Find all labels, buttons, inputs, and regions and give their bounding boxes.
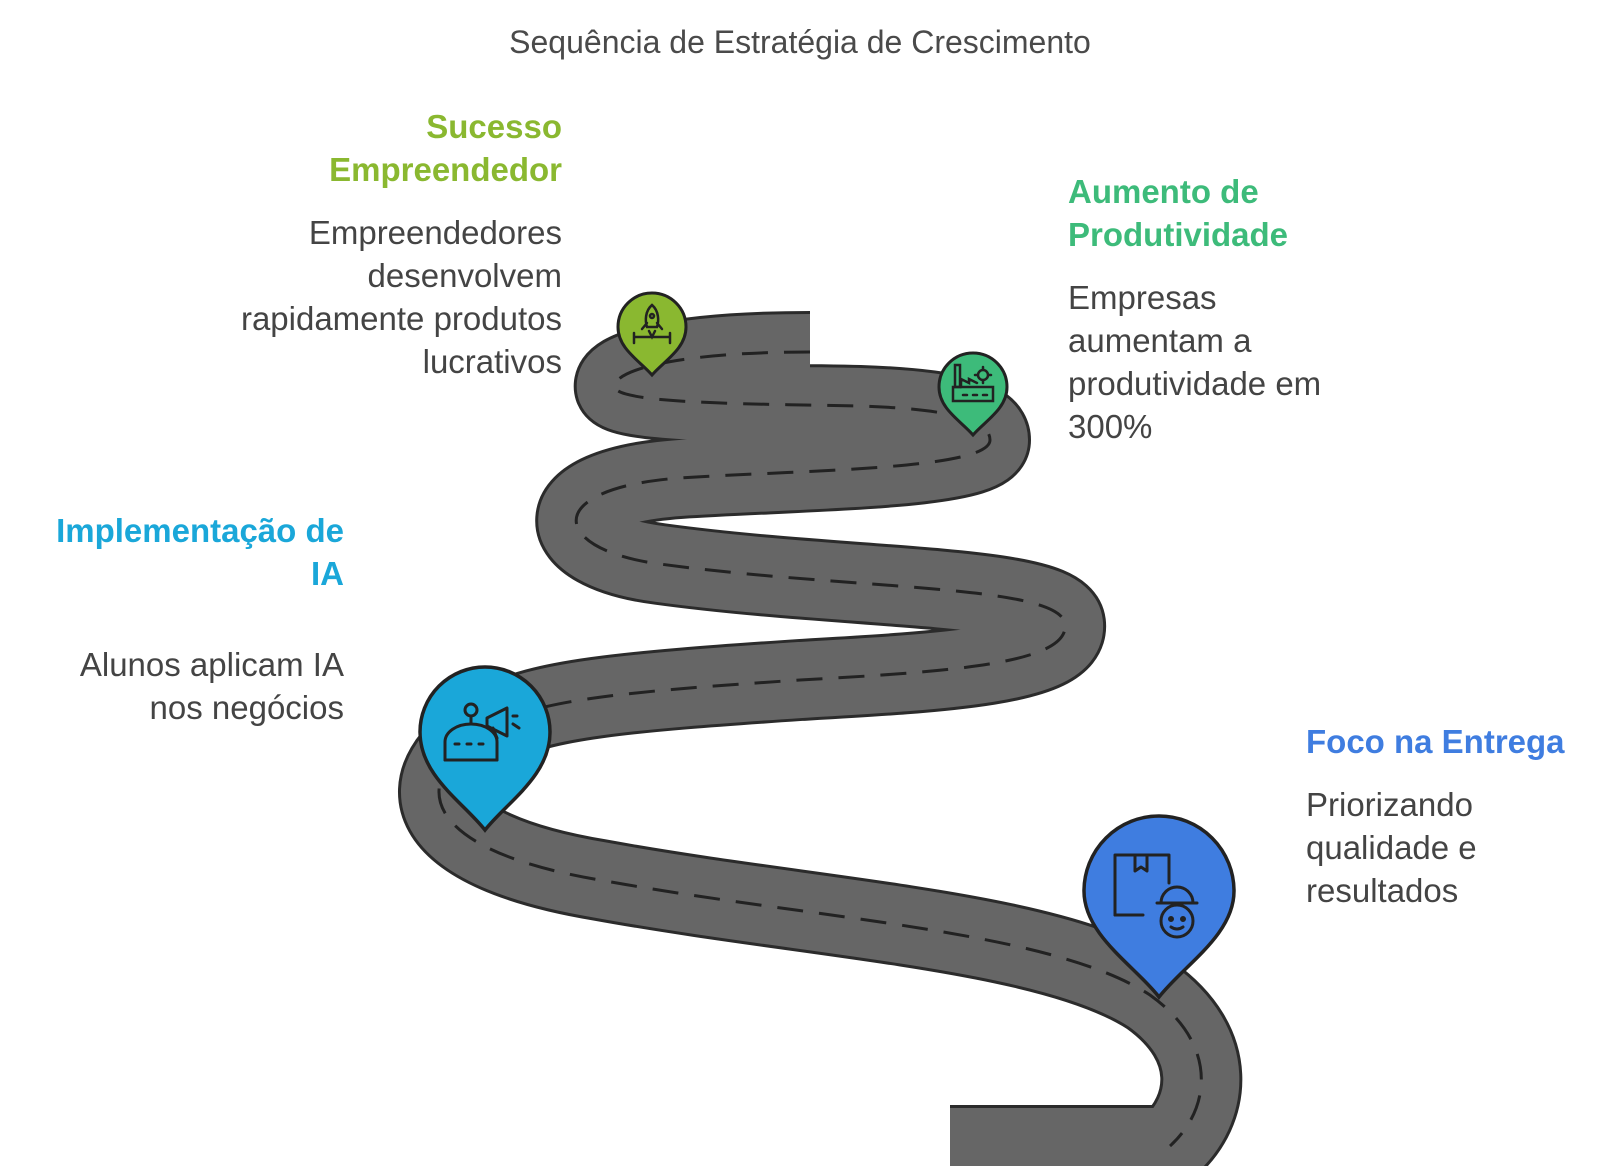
milestone-ia: Implementação de IA Alunos aplicam IA no… xyxy=(30,509,344,729)
milestone-description: Empreendedores desenvolvem rapidamente p… xyxy=(240,214,562,380)
milestone-entrega: Foco na Entrega Priorizando qualidade e … xyxy=(1306,720,1596,912)
milestone-heading: Implementação de IA xyxy=(56,512,344,592)
milestone-produtividade: Aumento de Produtividade Empresas aument… xyxy=(1068,170,1378,448)
pin-produtividade xyxy=(937,351,1009,438)
milestone-description: Alunos aplicam IA nos negócios xyxy=(79,646,344,726)
milestone-description: Priorizando qualidade e resultados xyxy=(1306,786,1477,909)
milestone-heading: Aumento de Produtividade xyxy=(1068,173,1289,253)
rocket-launch-icon xyxy=(632,303,672,345)
milestone-description: Empresas aumentam a produtividade em 300… xyxy=(1068,279,1322,445)
robot-megaphone-icon xyxy=(443,702,521,762)
milestone-heading: Foco na Entrega xyxy=(1306,723,1565,760)
milestone-sucesso: Sucesso Empreendedor Empreendedores dese… xyxy=(200,105,562,383)
pin-sucesso xyxy=(616,291,688,378)
page-title: Sequência de Estratégia de Crescimento xyxy=(509,24,1091,60)
delivery-person-box-icon xyxy=(1113,853,1199,939)
road-center-line xyxy=(437,350,1203,1148)
milestone-heading: Sucesso Empreendedor xyxy=(329,108,562,188)
pin-ia xyxy=(418,665,552,833)
pin-entrega xyxy=(1082,814,1236,1000)
factory-icon xyxy=(951,363,995,403)
